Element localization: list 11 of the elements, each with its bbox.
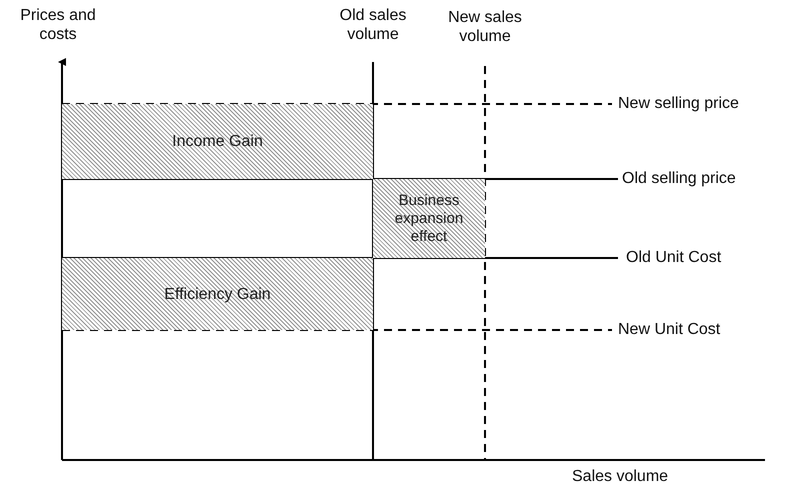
axis-label: Prices and costs [19, 6, 97, 44]
line-label: New selling price [618, 94, 739, 113]
hatched-area: Income Gain [62, 104, 373, 179]
axis-label: Old sales volume [338, 6, 408, 44]
axis-label: New sales volume [447, 8, 523, 46]
axis-label: Sales volume [572, 467, 668, 486]
line-label: Old Unit Cost [626, 248, 722, 267]
line-label: Old selling price [622, 169, 736, 188]
hatched-area: Business expansion effect [373, 179, 485, 258]
line-label: New Unit Cost [618, 320, 720, 339]
hatched-area: Efficiency Gain [62, 258, 373, 330]
